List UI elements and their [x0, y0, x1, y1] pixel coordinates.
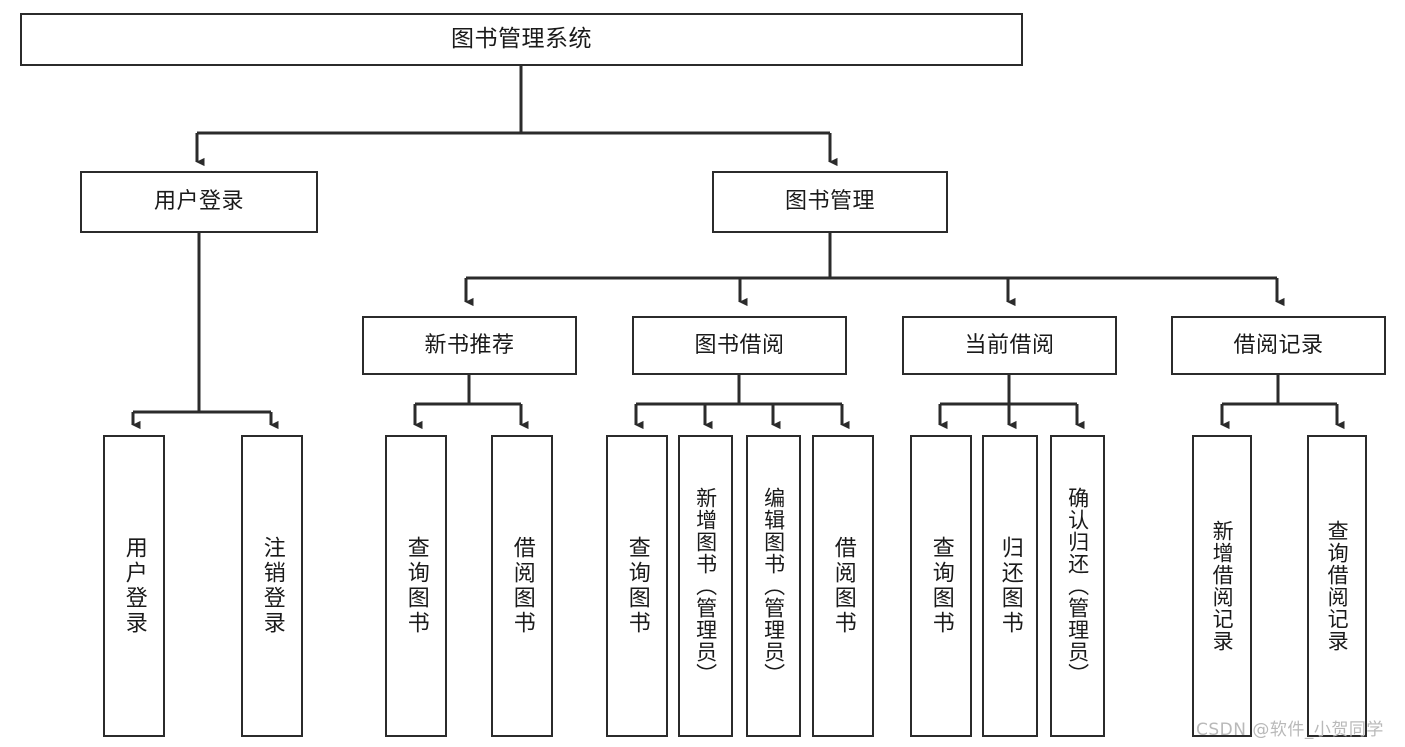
node-label: 查询图书: [624, 536, 650, 636]
leaf-user-logout[interactable]: 注销登录: [241, 435, 303, 737]
node-label: 注销登录: [259, 536, 285, 636]
leaf-borrow-book-2[interactable]: 借阅图书: [812, 435, 874, 737]
node-root-system[interactable]: 图书管理系统: [20, 13, 1023, 66]
node-book-borrow[interactable]: 图书借阅: [632, 316, 847, 375]
node-new-book-rec[interactable]: 新书推荐: [362, 316, 577, 375]
node-label: 图书管理: [784, 189, 875, 215]
node-current-borrow[interactable]: 当前借阅: [902, 316, 1117, 375]
leaf-confirm-return[interactable]: 确认归还（管理员）: [1050, 435, 1105, 737]
node-label: 当前借阅: [964, 332, 1055, 358]
leaf-add-book[interactable]: 新增图书（管理员）: [678, 435, 733, 737]
node-label: 查询图书: [403, 536, 429, 636]
node-label: 查询借阅记录: [1325, 520, 1350, 652]
node-label: 新增图书（管理员）: [693, 487, 718, 685]
leaf-query-book-1[interactable]: 查询图书: [385, 435, 447, 737]
leaf-borrow-book-1[interactable]: 借阅图书: [491, 435, 553, 737]
leaf-return-book[interactable]: 归还图书: [982, 435, 1038, 737]
watermark-credit: CSDN @软件_小贺同学: [1196, 720, 1384, 740]
node-label: 新书推荐: [424, 332, 515, 358]
node-label: 借阅图书: [509, 536, 535, 636]
node-label: 归还图书: [997, 536, 1023, 636]
node-label: 图书借阅: [694, 332, 785, 358]
node-label: 查询图书: [928, 536, 954, 636]
leaf-add-record[interactable]: 新增借阅记录: [1192, 435, 1252, 737]
node-book-manage[interactable]: 图书管理: [712, 171, 948, 233]
leaf-query-book-3[interactable]: 查询图书: [910, 435, 972, 737]
leaf-user-login[interactable]: 用户登录: [103, 435, 165, 737]
leaf-query-book-2[interactable]: 查询图书: [606, 435, 668, 737]
node-label: 确认归还（管理员）: [1065, 487, 1090, 685]
node-label: 图书管理系统: [451, 25, 592, 52]
node-label: 新增借阅记录: [1210, 520, 1235, 652]
leaf-edit-book[interactable]: 编辑图书（管理员）: [746, 435, 801, 737]
leaf-query-record[interactable]: 查询借阅记录: [1307, 435, 1367, 737]
node-user-login[interactable]: 用户登录: [80, 171, 318, 233]
node-label: 用户登录: [121, 536, 147, 636]
node-label: 用户登录: [153, 189, 244, 215]
node-borrow-record[interactable]: 借阅记录: [1171, 316, 1386, 375]
node-label: 借阅记录: [1233, 332, 1324, 358]
node-label: 借阅图书: [830, 536, 856, 636]
node-label: 编辑图书（管理员）: [761, 487, 786, 685]
